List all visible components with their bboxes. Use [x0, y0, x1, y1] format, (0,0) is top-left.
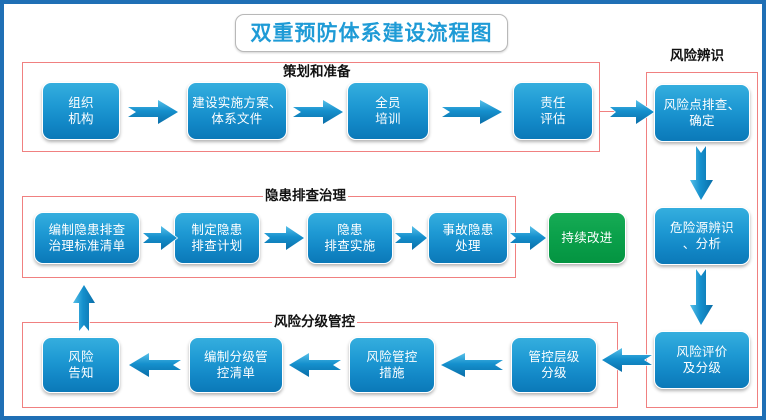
- node-control-measures[interactable]: 风险管控 措施: [349, 337, 435, 393]
- node-organization[interactable]: 组织 机构: [42, 82, 120, 140]
- node-accident-handling[interactable]: 事故隐患 处理: [428, 212, 508, 264]
- node-risk-evaluation-line1: 风险评价: [676, 344, 728, 359]
- section-risk-grading-label: 风险分级管控: [272, 314, 357, 330]
- arrow-standard-list-to-survey-plan: [142, 224, 179, 252]
- node-plan-documents-line2: 体系文件: [211, 111, 263, 126]
- arrow-training-to-responsibility: [441, 98, 504, 126]
- node-accident-handling-line1: 事故隐患: [442, 222, 494, 237]
- node-survey-plan[interactable]: 制定隐患 排查计划: [174, 212, 260, 264]
- node-hazard-source-line1: 危险源辨识: [669, 220, 734, 235]
- node-responsibility-eval-line2: 评估: [540, 111, 566, 126]
- node-risk-evaluation-line2: 及分级: [682, 360, 722, 375]
- node-hazard-source-line2: 、分析: [682, 236, 722, 251]
- section-hazard-control-label: 隐患排查治理: [263, 188, 348, 204]
- node-risk-notice[interactable]: 风险 告知: [42, 337, 120, 393]
- node-control-level-line1: 管控层级: [528, 349, 580, 364]
- node-survey-execute[interactable]: 隐患 排查实施: [307, 212, 393, 264]
- node-risk-point-survey[interactable]: 风险点排查、 确定: [654, 84, 750, 142]
- node-survey-execute-line1: 隐患: [337, 222, 363, 237]
- node-risk-point-survey-line2: 确定: [689, 113, 715, 128]
- node-control-measures-line1: 风险管控: [366, 349, 418, 364]
- node-all-staff-training-line1: 全员: [375, 95, 401, 110]
- node-control-level-line2: 分级: [541, 365, 567, 380]
- arrow-org-to-plan: [127, 98, 180, 126]
- arrow-control-level-to-control-measures: [440, 351, 505, 379]
- node-survey-execute-line2: 排查实施: [324, 238, 376, 253]
- node-all-staff-training[interactable]: 全员 培训: [347, 82, 429, 140]
- node-standard-list-line1: 编制隐患排查: [48, 222, 126, 237]
- arrow-plan-to-training: [292, 98, 345, 126]
- arrow-hazard-source-to-risk-evaluation: [687, 268, 717, 329]
- section-planning: [22, 62, 600, 152]
- node-plan-documents[interactable]: 建设实施方案、 体系文件: [187, 82, 287, 140]
- arrow-control-measures-to-grading-list: [288, 351, 343, 379]
- node-organization-line1: 组织: [68, 95, 94, 110]
- node-responsibility-eval-line1: 责任: [540, 95, 566, 110]
- section-risk-identification: [646, 72, 758, 408]
- node-continuous-improve[interactable]: 持续改进: [548, 212, 626, 264]
- arrow-risk-notice-to-standard-list: [70, 284, 100, 333]
- node-survey-plan-line1: 制定隐患: [191, 222, 243, 237]
- arrow-responsibility-to-risk-point: [609, 98, 656, 126]
- node-control-measures-line2: 措施: [379, 365, 405, 380]
- node-risk-evaluation[interactable]: 风险评价 及分级: [654, 331, 750, 389]
- arrow-risk-evaluation-to-control-level: [601, 346, 654, 374]
- arrow-accident-handling-to-continuous-improve: [509, 224, 548, 252]
- node-grading-list-line1: 编制分级管: [203, 349, 268, 364]
- node-risk-notice-line1: 风险: [68, 349, 94, 364]
- node-all-staff-training-line2: 培训: [375, 111, 401, 126]
- node-risk-notice-line2: 告知: [68, 365, 94, 380]
- diagram-title-box: 双重预防体系建设流程图: [235, 14, 508, 52]
- node-standard-list[interactable]: 编制隐患排查 治理标准清单: [34, 212, 140, 264]
- arrow-grading-list-to-risk-notice: [128, 351, 183, 379]
- node-plan-documents-line1: 建设实施方案、: [192, 95, 282, 110]
- node-grading-list[interactable]: 编制分级管 控清单: [189, 337, 283, 393]
- node-organization-line2: 机构: [68, 111, 94, 126]
- arrow-survey-execute-to-accident-handling: [394, 224, 429, 252]
- node-grading-list-line2: 控清单: [216, 365, 256, 380]
- node-responsibility-eval[interactable]: 责任 评估: [513, 82, 593, 140]
- node-survey-plan-line2: 排查计划: [191, 238, 243, 253]
- node-accident-handling-line2: 处理: [455, 238, 481, 253]
- page-title: 双重预防体系建设流程图: [250, 20, 493, 45]
- arrow-risk-point-to-hazard-source: [687, 145, 717, 204]
- node-risk-point-survey-line1: 风险点排查、: [663, 97, 741, 112]
- node-standard-list-line2: 治理标准清单: [48, 238, 126, 253]
- section-planning-label: 策划和准备: [281, 64, 353, 80]
- node-hazard-source[interactable]: 危险源辨识 、分析: [654, 207, 750, 265]
- node-continuous-improve-line1: 持续改进: [561, 230, 613, 245]
- section-risk-identification-label: 风险辨识: [668, 48, 726, 64]
- arrow-survey-plan-to-survey-execute: [263, 224, 306, 252]
- node-control-level[interactable]: 管控层级 分级: [511, 337, 597, 393]
